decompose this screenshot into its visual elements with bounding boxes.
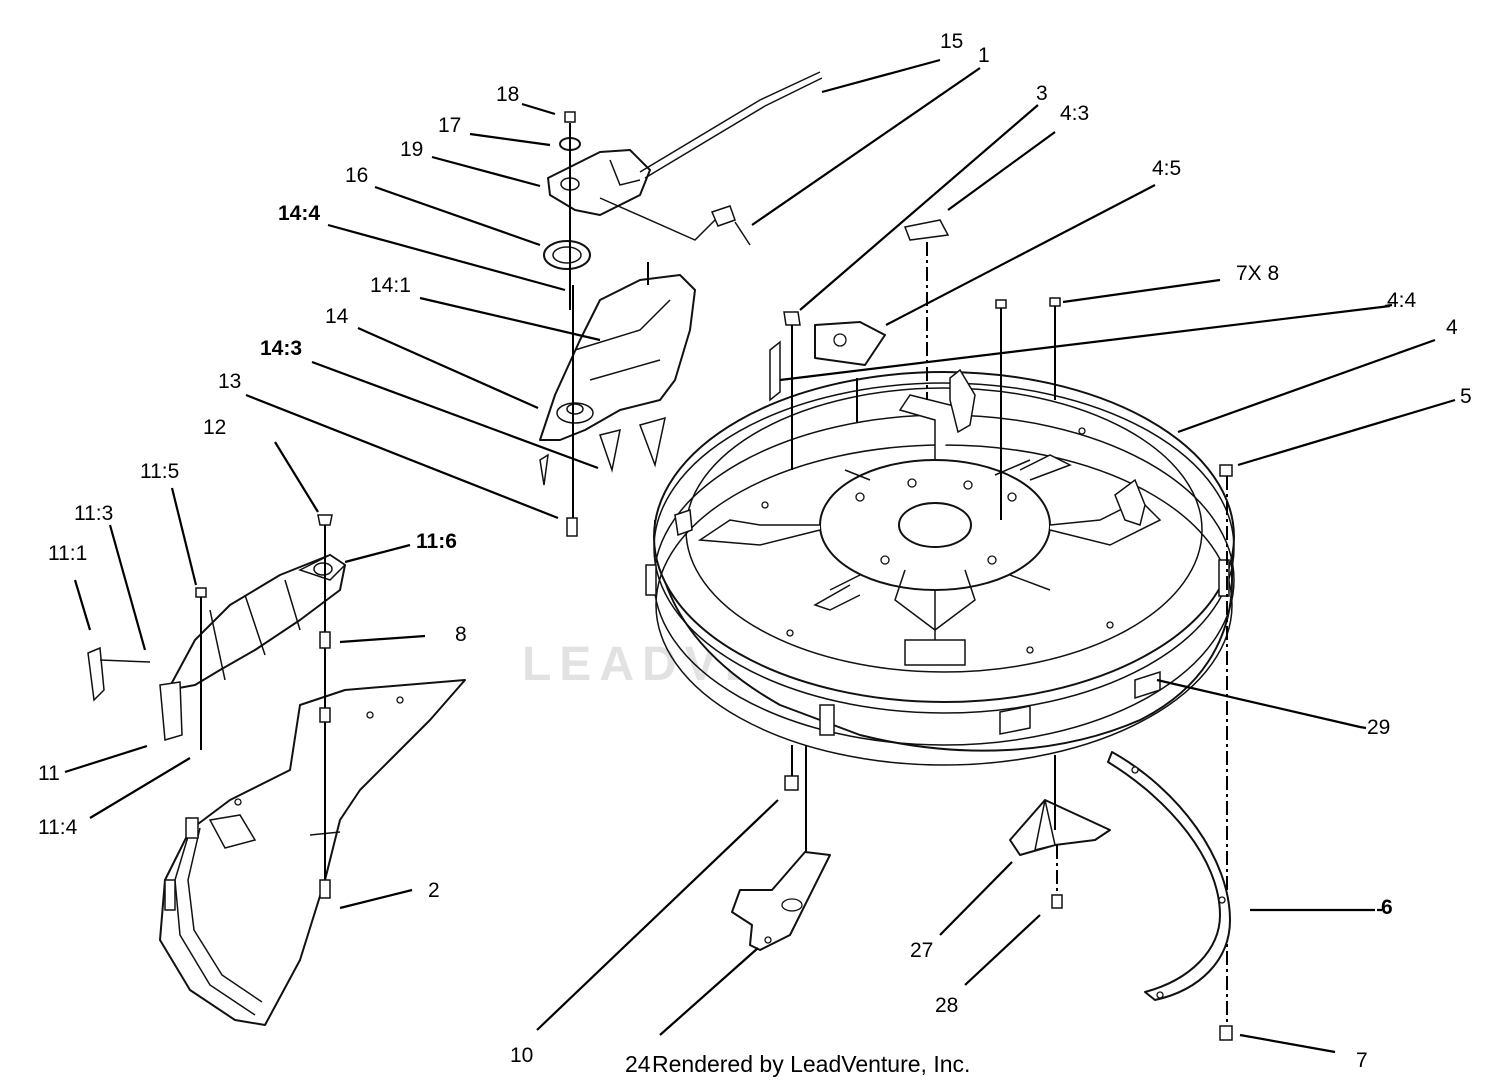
callout-11-5: 11:5	[140, 460, 179, 483]
callout-5: 5	[1460, 385, 1472, 408]
callout-labels: 15 1 3 4:3 4:5 7X 8 4:4 4 5 18 17 19 16 …	[38, 30, 1472, 1072]
deck-hardware	[195, 219, 1233, 1035]
callout-16: 16	[345, 164, 368, 187]
callout-6: 6	[1381, 896, 1393, 919]
callout-13: 13	[218, 370, 241, 393]
deck-spider-frame	[697, 394, 1162, 666]
callout-7x8: 7X 8	[1236, 262, 1279, 285]
bearing-16	[543, 240, 591, 270]
leader-lines	[64, 58, 1456, 1054]
spindle-bracket-assembly[interactable]	[539, 262, 696, 520]
callout-12: 12	[203, 416, 226, 439]
deck-housing[interactable]	[645, 340, 1235, 766]
footer-rendered-by: Rendered by LeadVenture, Inc.	[652, 1051, 970, 1077]
idler-arm-assembly[interactable]	[543, 71, 823, 310]
callout-29: 29	[1367, 716, 1390, 739]
callout-15: 15	[940, 30, 963, 53]
discharge-chute[interactable]	[159, 679, 466, 1026]
callout-7: 7	[1356, 1049, 1368, 1072]
callout-11-6: 11:6	[416, 530, 457, 553]
callout-11-4: 11:4	[38, 816, 78, 839]
callout-4-5: 4:5	[1152, 157, 1181, 180]
callout-3: 3	[1036, 82, 1048, 105]
callout-4-4: 4:4	[1387, 289, 1417, 312]
callout-14: 14	[325, 305, 349, 328]
callout-17: 17	[438, 114, 461, 137]
callout-10: 10	[510, 1044, 533, 1067]
callout-11-3: 11:3	[74, 502, 113, 525]
lower-hardware[interactable]	[731, 745, 1233, 1041]
callout-27: 27	[910, 939, 933, 962]
diagram-footer: 24 Rendered by LeadVenture, Inc.	[625, 1051, 970, 1077]
callout-14-3: 14:3	[260, 337, 302, 360]
callout-11: 11	[38, 762, 60, 785]
callout-2: 2	[428, 879, 440, 902]
callout-11-1: 11:1	[48, 542, 87, 565]
chute-bracket-assembly[interactable]	[87, 554, 347, 750]
callout-8: 8	[455, 623, 467, 646]
callout-4: 4	[1446, 316, 1458, 339]
callout-28: 28	[935, 994, 958, 1017]
callout-1: 1	[978, 44, 990, 67]
callout-14-4: 14:4	[278, 202, 320, 225]
callout-4-3: 4:3	[1060, 102, 1089, 125]
callout-19: 19	[400, 138, 423, 161]
footer-ref-number: 24	[625, 1051, 651, 1077]
callout-14-1: 14:1	[370, 274, 411, 297]
callout-18: 18	[496, 83, 519, 106]
